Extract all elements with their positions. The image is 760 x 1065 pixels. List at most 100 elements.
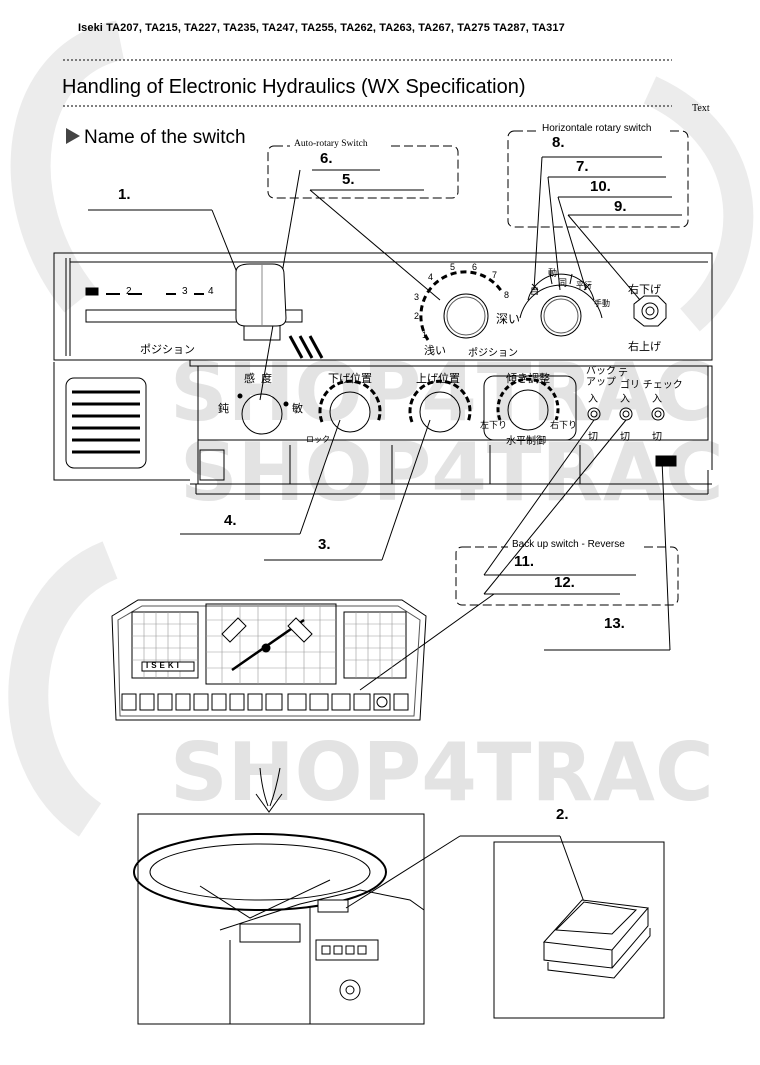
parallel-label: 平行 [576, 281, 592, 290]
position-label: ポジション [140, 344, 195, 356]
upper-panel [53, 252, 713, 361]
leader-2 [345, 835, 461, 909]
horizontal-rotary-caption: Horizontale rotary switch [542, 123, 652, 134]
right-gauge [343, 611, 407, 679]
callout-13: 13. [604, 615, 625, 632]
sharp-label: 敏 [292, 403, 303, 415]
lower-position-scale [318, 379, 382, 423]
lever-num-4: 4 [208, 286, 214, 297]
auto-rotary-caption: Auto-rotary Switch [294, 139, 368, 149]
lever-slot [85, 309, 303, 323]
shallow-label: 浅い [424, 345, 446, 357]
tilt-hex-button[interactable] [633, 295, 667, 327]
tilt-adjust-frame [483, 375, 577, 441]
leader-7 [547, 176, 561, 291]
lock-label: ロック [306, 435, 330, 444]
upper-position-dial[interactable] [419, 391, 461, 433]
depth-dial-scale [419, 270, 504, 341]
upper-position-scale [408, 379, 472, 423]
leader-9 [567, 214, 641, 301]
auto-label: 自 [530, 286, 540, 296]
section-heading-text: Name of the switch [84, 127, 246, 148]
check-switch[interactable] [651, 407, 665, 421]
leader-5 [309, 189, 441, 301]
leader-8 [533, 156, 543, 291]
steering-wheel [133, 833, 387, 911]
sensitivity-dial[interactable] [241, 393, 283, 435]
tilt-adjust-label: 傾き調整 [506, 373, 550, 385]
callout-1: 1. [118, 186, 131, 203]
triangle-bullet-icon [66, 128, 80, 144]
backup-switch[interactable] [587, 407, 601, 421]
leader-3 [381, 419, 431, 561]
manual-label: 手動 [594, 299, 610, 308]
backup-button[interactable] [542, 899, 649, 951]
right-down-label: 右下げ [628, 284, 661, 296]
dotted-rule [62, 104, 672, 109]
watermark-swoosh [643, 76, 754, 332]
watermark-swoosh [10, 20, 125, 313]
deep-label: 深い [496, 312, 521, 326]
watermark-text: SHOP4TRAC [180, 426, 724, 519]
sensitivity-label: 感度 [244, 373, 278, 385]
lever-base [243, 326, 281, 341]
callout-5: 5. [342, 171, 355, 188]
lower-position-dial[interactable] [329, 391, 371, 433]
depth-dial[interactable] [443, 293, 489, 339]
lever-num-2: 2 [126, 286, 132, 297]
position-lever-knob[interactable] [235, 263, 287, 327]
lower-panel [54, 359, 713, 470]
callout-2: 2. [556, 806, 569, 823]
backup-caption: Back up switch - Reverse [512, 539, 625, 550]
instrument-cluster [111, 599, 427, 721]
blunt-label: 鈍 [218, 403, 229, 415]
leader-10 [557, 196, 587, 291]
horizontal-rotary-scale [519, 284, 603, 319]
right-up-label: 右上げ [628, 341, 661, 353]
upper-position-label: 上げ位置 [416, 373, 460, 385]
sync-label: 同 [558, 278, 568, 288]
on-label-1: 入 [588, 394, 598, 405]
off-label-2: 切 [620, 432, 630, 443]
callout-7: 7. [576, 158, 589, 175]
callout-4: 4. [224, 512, 237, 529]
leader-11 [483, 419, 595, 576]
depth-num-2: 2 [414, 311, 420, 321]
depth-num-8: 8 [504, 290, 510, 300]
watermark-swoosh [8, 541, 119, 837]
left-gauge [131, 611, 199, 679]
lower-position-label: 下げ位置 [328, 373, 372, 385]
leader-1 [211, 209, 241, 281]
leader-4 [299, 419, 341, 535]
callout-6: 6. [320, 150, 333, 167]
depth-num-1: 1 [422, 330, 428, 340]
reverse-switch[interactable] [619, 407, 633, 421]
move-label: 動 [548, 268, 558, 278]
depth-num-3: 3 [414, 292, 420, 302]
side-text: Text [692, 103, 710, 114]
callout-9: 9. [614, 198, 627, 215]
cabin-view [137, 813, 425, 1025]
callout-12: 12. [554, 574, 575, 591]
on-label-2: 入 [620, 394, 630, 405]
backup-switch-label: バック アップ [586, 366, 616, 388]
depth-num-7: 7 [492, 270, 498, 280]
depth-num-6: 6 [472, 262, 478, 272]
horizontal-rotary-dial[interactable] [540, 295, 582, 337]
leader-13 [661, 459, 671, 651]
depth-num-4: 4 [428, 272, 434, 282]
button-detail-view [493, 841, 665, 1019]
leader-11b [483, 419, 627, 595]
section-heading: Name of the switch [66, 127, 246, 149]
depth-num-5: 5 [450, 262, 456, 272]
on-label-3: 入 [652, 394, 662, 405]
gori-check-label: ゴリ チェック [620, 380, 683, 391]
tilt-adjust-dial[interactable] [507, 389, 549, 431]
switch-strip [197, 365, 709, 441]
right-down-label-2: 右下り [550, 420, 578, 430]
dotted-rule [62, 58, 672, 63]
page-title: Handling of Electronic Hydraulics (WX Sp… [62, 76, 526, 98]
center-gauge [205, 603, 337, 685]
